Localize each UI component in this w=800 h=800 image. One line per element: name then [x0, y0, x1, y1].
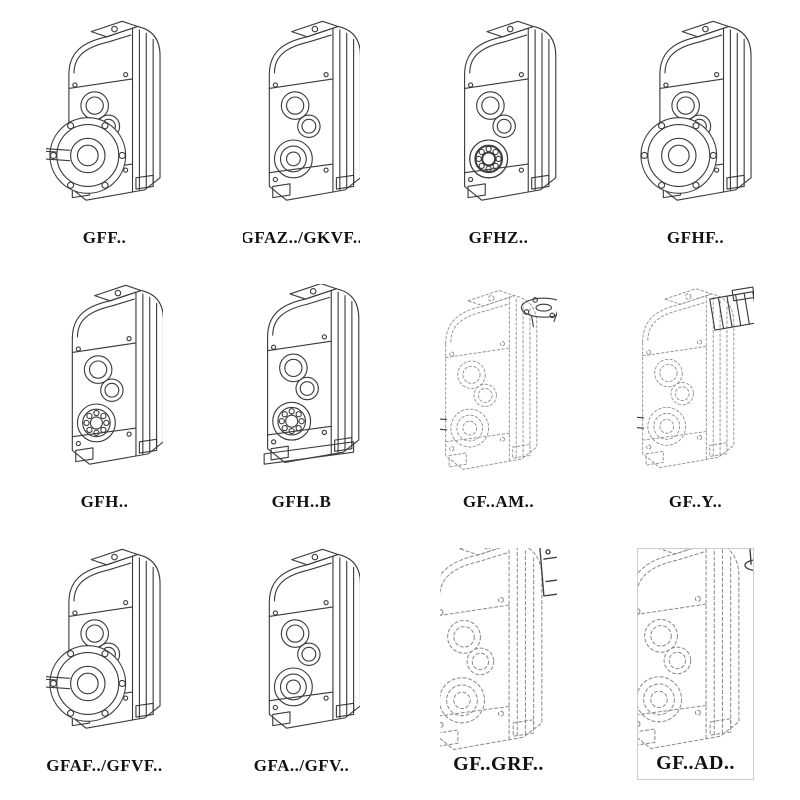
- product-cell-gf-am: GF..AM..: [440, 284, 557, 516]
- product-cell-gfh-b: GFH..B: [243, 284, 360, 516]
- product-label: GFAF../GFVF..: [46, 755, 163, 775]
- product-label: GF..AD..: [656, 752, 735, 774]
- product-cell-gfaf-gfvf: GFAF../GFVF..: [46, 548, 163, 780]
- gearbox-drawing-gfh: [46, 284, 163, 490]
- gearbox-drawing-gf-grf: [440, 548, 557, 750]
- gearbox-drawing-gf-y: [637, 284, 754, 490]
- product-label: GFAZ../GKVF..: [243, 227, 360, 247]
- gearbox-drawing-gf-ad: [638, 549, 753, 749]
- product-label: GFH..: [80, 491, 129, 511]
- product-cell-gf-ad: GF..AD..: [637, 548, 754, 780]
- product-label: GFH..B: [271, 491, 332, 511]
- gearbox-drawing-gff: [46, 20, 163, 226]
- product-label: GF..Y..: [668, 491, 723, 511]
- product-label: GF..AM..: [462, 491, 535, 511]
- product-label: GFA../GFV..: [253, 755, 350, 775]
- gearbox-drawing-gfhf: [637, 20, 754, 226]
- product-label: GFHF..: [666, 227, 725, 247]
- product-cell-gf-grf: GF..GRF..: [440, 548, 557, 780]
- product-cell-gf-y: GF..Y..: [637, 284, 754, 516]
- product-label: GF..GRF..: [453, 753, 544, 775]
- product-label: GFHZ..: [468, 227, 529, 247]
- product-cell-gff: GFF..: [46, 20, 163, 252]
- product-cell-gfa-gfv: GFA../GFV..: [243, 548, 360, 780]
- gearbox-drawing-gf-am: [440, 284, 557, 490]
- product-cell-gfaz-gkvf: GFAZ../GKVF..: [243, 20, 360, 252]
- product-cell-gfh: GFH..: [46, 284, 163, 516]
- product-cell-gfhf: GFHF..: [637, 20, 754, 252]
- gearbox-drawing-gfaz-gkvf: [243, 20, 360, 226]
- gearbox-drawing-gfa-gfv: [243, 548, 360, 754]
- product-label: GFF..: [82, 227, 127, 247]
- product-cell-gfhz: GFHZ..: [440, 20, 557, 252]
- gearbox-drawing-gfh-b: [243, 284, 360, 490]
- gearbox-drawing-gfaf-gfvf: [46, 548, 163, 754]
- gearbox-drawing-gfhz: [440, 20, 557, 226]
